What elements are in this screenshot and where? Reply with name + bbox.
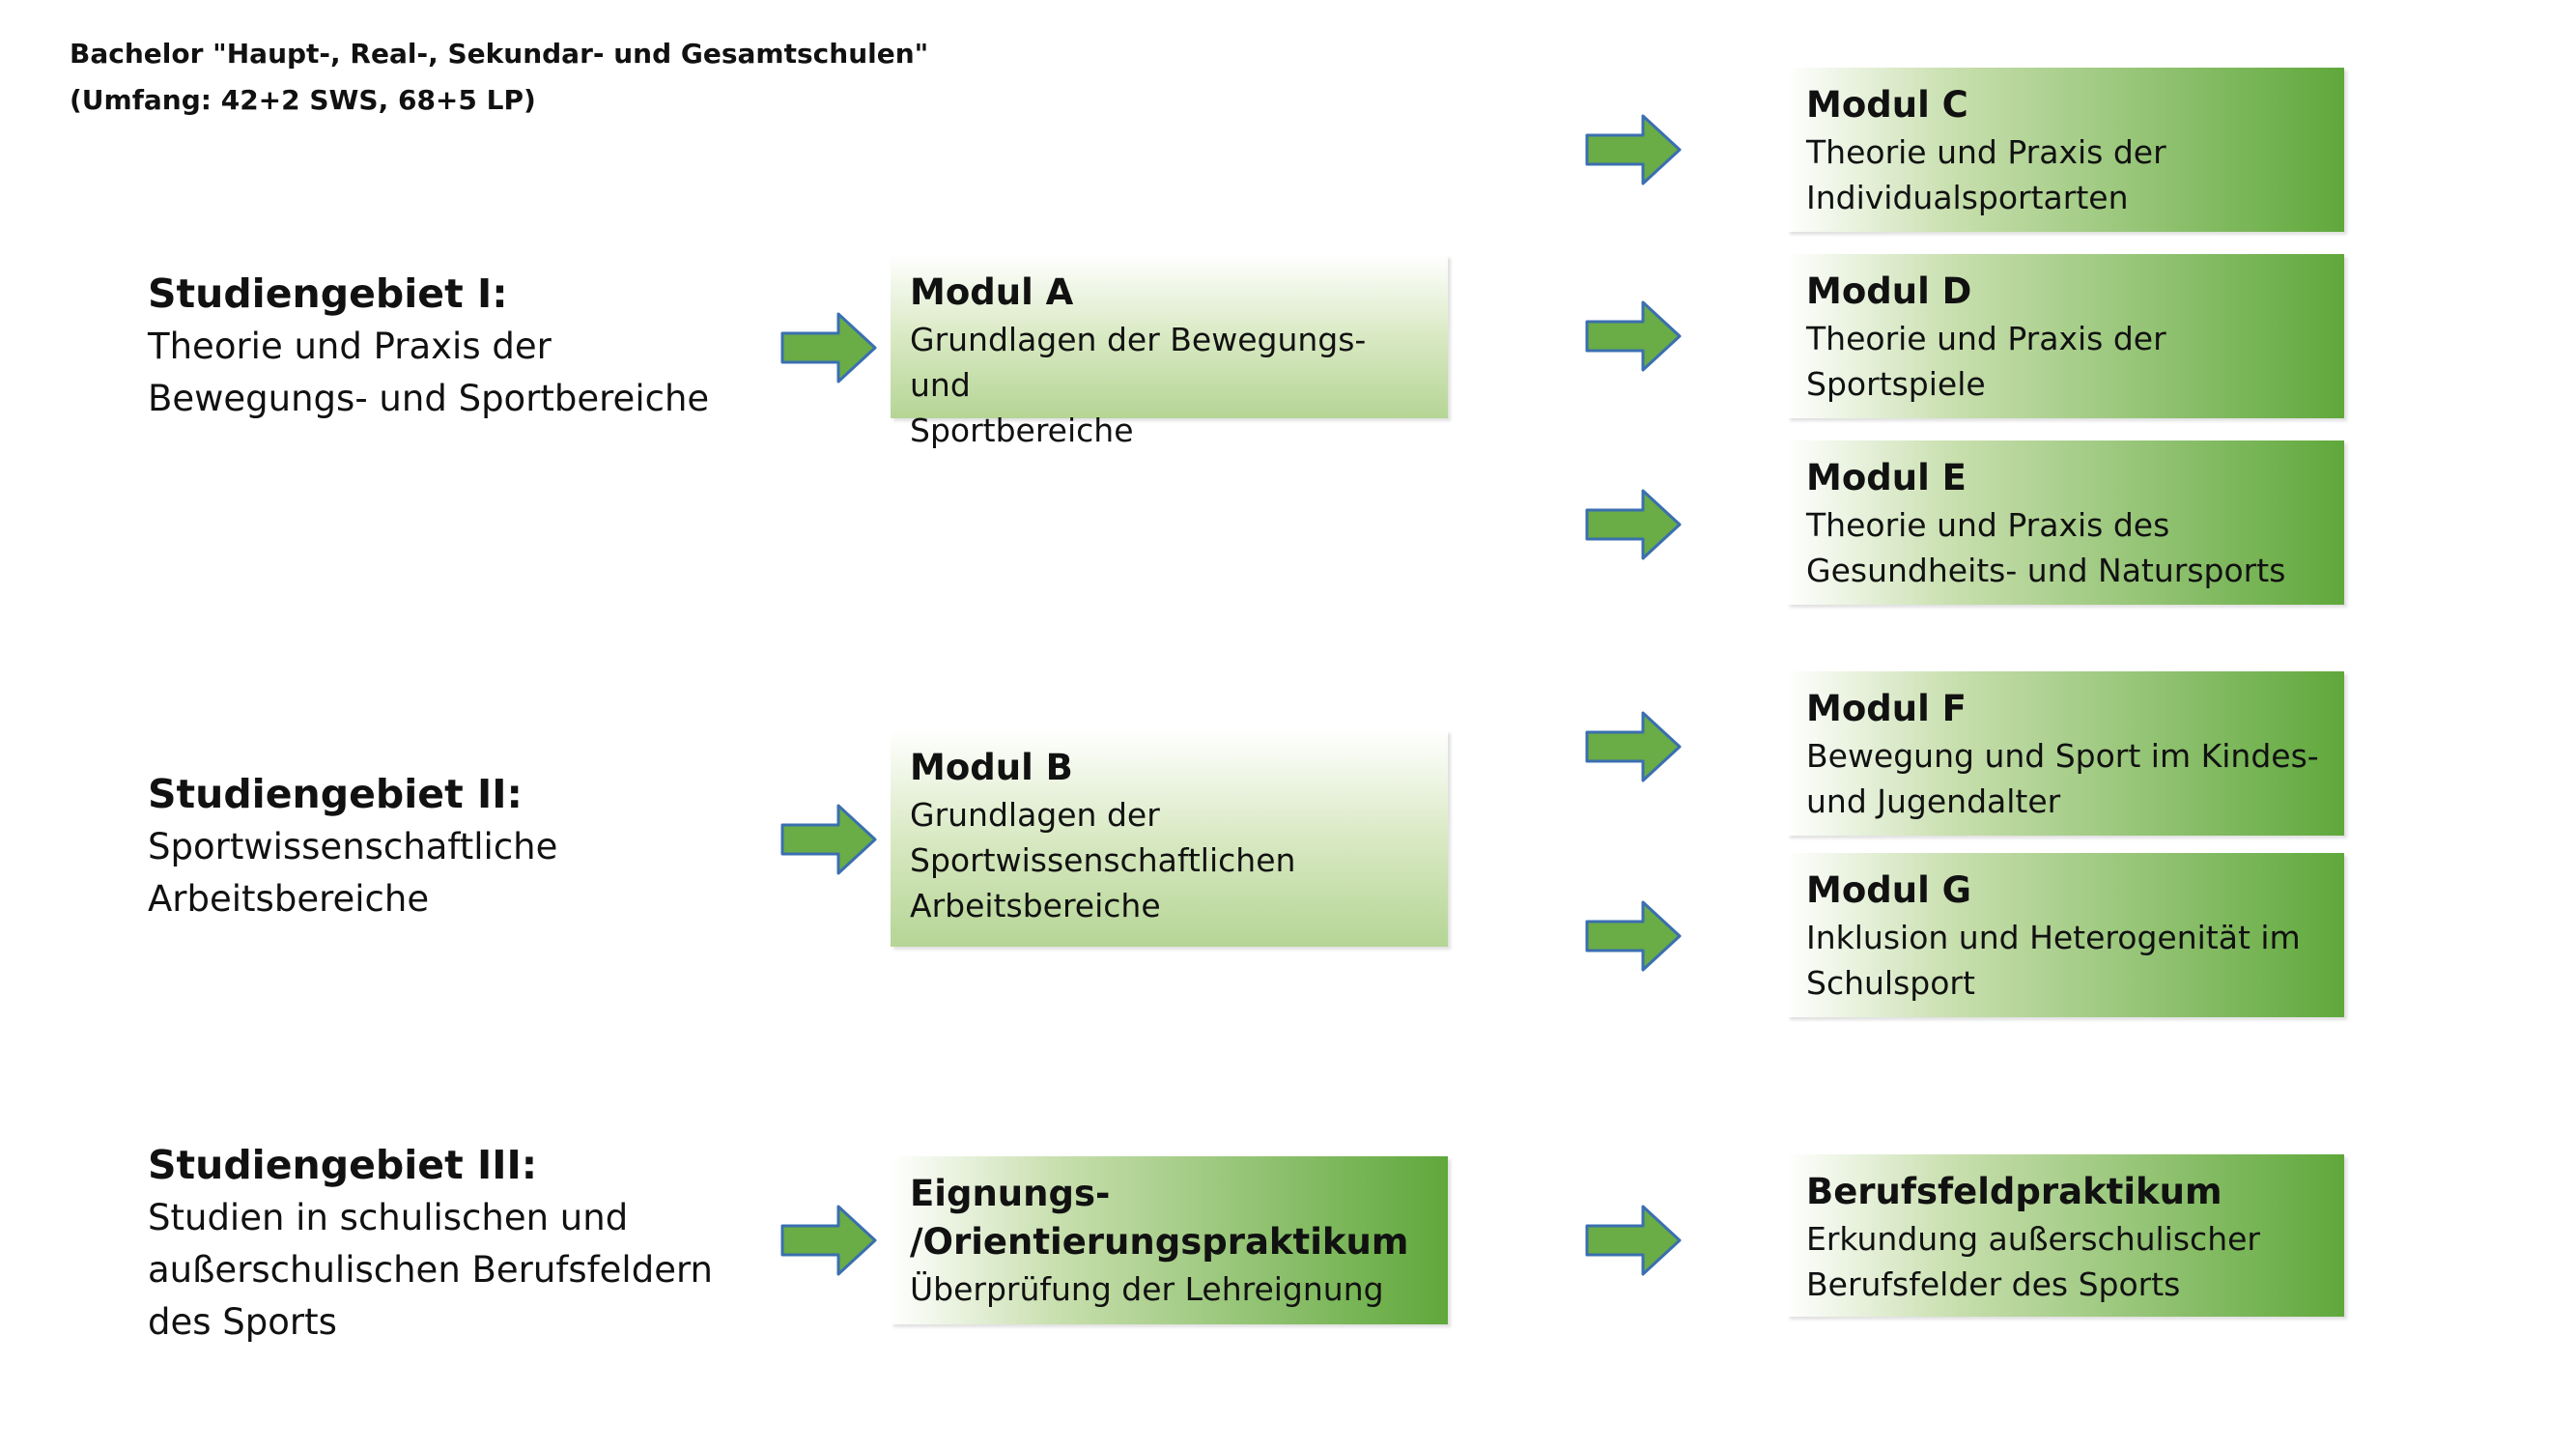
module-d-title: Modul D xyxy=(1806,270,1972,312)
module-c-desc-line: Theorie und Praxis der xyxy=(1806,133,2166,171)
right-arrow-icon xyxy=(1585,489,1682,560)
berufsfeldpraktikum-desc-line: Berufsfelder des Sports xyxy=(1806,1265,2181,1303)
module-a-box: Modul A Grundlagen der Bewegungs- und Sp… xyxy=(891,255,1448,449)
study-area-2: Studiengebiet II: Sportwissenschaftliche… xyxy=(148,767,557,925)
right-arrow-icon xyxy=(1585,900,1682,972)
study-area-3-desc-line: außerschulischen Berufsfeldern xyxy=(148,1249,713,1291)
berufsfeldpraktikum-box: Berufsfeldpraktikum Erkundung außerschul… xyxy=(1787,1154,2344,1317)
module-b-box: Modul B Grundlagen der Sportwissenschaft… xyxy=(891,730,1448,947)
module-a-title: Modul A xyxy=(910,271,1074,313)
module-g-desc-line: Inklusion und Heterogenität im xyxy=(1806,919,2301,956)
module-f-box: Modul F Bewegung und Sport im Kindes- un… xyxy=(1787,671,2344,836)
module-f-desc-line: Bewegung und Sport im Kindes- xyxy=(1806,737,2319,775)
module-f-title: Modul F xyxy=(1806,688,1967,729)
eignungspraktikum-title-line: Eignungs- xyxy=(910,1173,1111,1214)
study-area-2-title: Studiengebiet II: xyxy=(148,771,523,817)
module-g-desc-line: Schulsport xyxy=(1806,964,1975,1002)
study-area-1: Studiengebiet I: Theorie und Praxis der … xyxy=(148,267,709,425)
module-e-box: Modul E Theorie und Praxis des Gesundhei… xyxy=(1787,440,2344,605)
title-line-2: (Umfang: 42+2 SWS, 68+5 LP) xyxy=(70,84,536,116)
study-area-3: Studiengebiet III: Studien in schulische… xyxy=(148,1138,713,1349)
study-area-1-title: Studiengebiet I: xyxy=(148,270,508,317)
study-area-2-desc-line: Arbeitsbereiche xyxy=(148,878,430,920)
study-area-1-desc-line: Bewegungs- und Sportbereiche xyxy=(148,378,710,419)
module-c-desc-line: Individualsportarten xyxy=(1806,179,2129,216)
berufsfeldpraktikum-title: Berufsfeldpraktikum xyxy=(1806,1171,2222,1212)
module-f-desc-line: und Jugendalter xyxy=(1806,782,2061,820)
eignungspraktikum-title-line: /Orientierungspraktikum xyxy=(910,1221,1409,1263)
module-g-title: Modul G xyxy=(1806,869,1971,911)
module-e-desc-line: Gesundheits- und Natursports xyxy=(1806,552,2286,589)
study-area-3-desc-line: des Sports xyxy=(148,1301,337,1343)
module-c-box: Modul C Theorie und Praxis der Individua… xyxy=(1787,68,2344,232)
module-d-box: Modul D Theorie und Praxis der Sportspie… xyxy=(1787,254,2344,418)
berufsfeldpraktikum-desc-line: Erkundung außerschulischer xyxy=(1806,1220,2260,1258)
right-arrow-icon xyxy=(780,312,877,384)
module-b-title: Modul B xyxy=(910,747,1073,788)
module-e-title: Modul E xyxy=(1806,457,1967,498)
module-e-desc-line: Theorie und Praxis des xyxy=(1806,506,2170,544)
module-d-desc-line: Sportspiele xyxy=(1806,365,1986,403)
eignungspraktikum-box: Eignungs- /Orientierungspraktikum Überpr… xyxy=(891,1156,1448,1324)
right-arrow-icon xyxy=(1585,1205,1682,1276)
study-area-2-desc-line: Sportwissenschaftliche xyxy=(148,826,558,867)
right-arrow-icon xyxy=(780,1205,877,1276)
study-area-3-title: Studiengebiet III: xyxy=(148,1142,538,1188)
study-area-1-desc-line: Theorie und Praxis der xyxy=(148,326,552,367)
title-line-1: Bachelor "Haupt-, Real-, Sekundar- und G… xyxy=(70,38,929,70)
module-d-desc-line: Theorie und Praxis der xyxy=(1806,320,2166,357)
study-area-3-desc-line: Studien in schulischen und xyxy=(148,1197,629,1238)
module-g-box: Modul G Inklusion und Heterogenität im S… xyxy=(1787,853,2344,1017)
module-c-title: Modul C xyxy=(1806,84,1968,126)
right-arrow-icon xyxy=(1585,300,1682,372)
module-b-desc-line: Arbeitsbereiche xyxy=(910,887,1161,924)
module-b-desc-line: Grundlagen der xyxy=(910,796,1160,834)
module-a-desc-line: Grundlagen der Bewegungs- und xyxy=(910,321,1367,404)
right-arrow-icon xyxy=(1585,711,1682,782)
module-a-desc-line: Sportbereiche xyxy=(910,412,1134,449)
module-b-desc-line: Sportwissenschaftlichen xyxy=(910,841,1296,879)
eignungspraktikum-desc-line: Überprüfung der Lehreignung xyxy=(910,1270,1384,1308)
page-title: Bachelor "Haupt-, Real-, Sekundar- und G… xyxy=(70,31,928,124)
right-arrow-icon xyxy=(1585,114,1682,185)
right-arrow-icon xyxy=(780,804,877,875)
